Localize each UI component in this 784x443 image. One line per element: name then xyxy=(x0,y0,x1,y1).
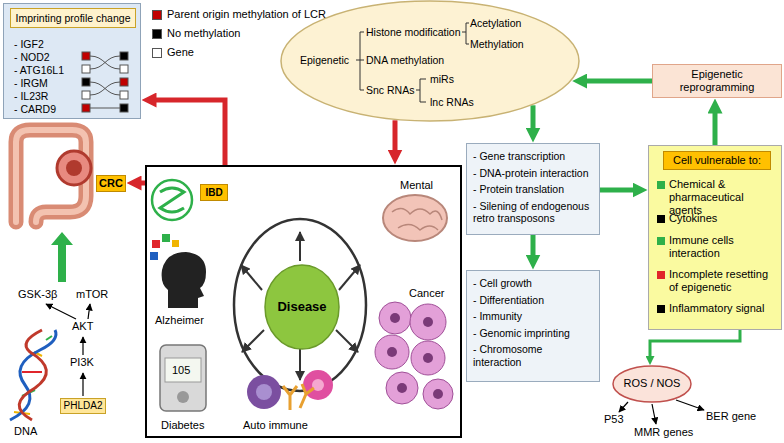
box-header: Cell vulnerable to: xyxy=(663,151,771,170)
legend-text: Gene xyxy=(167,46,194,59)
node-text: Incomplete resetting of epigenetic xyxy=(669,268,777,294)
flow-arrow xyxy=(531,105,536,129)
node-text: Histone modification xyxy=(366,26,461,39)
flow-arrow xyxy=(531,235,536,256)
bracket xyxy=(356,32,364,90)
bracket xyxy=(416,79,426,102)
node-text: PHLDA2 xyxy=(64,400,103,412)
flow-arrow xyxy=(650,330,740,357)
label: AKT xyxy=(72,320,93,333)
legend-text: No methylation xyxy=(167,27,240,40)
methylation-symbol xyxy=(82,52,128,112)
disease-icons xyxy=(150,180,453,411)
process-box: - Gene transcription - DNA-protein intera… xyxy=(466,143,600,235)
node-text: - Chromosome interaction xyxy=(473,343,593,368)
node-text: Cancer xyxy=(409,287,444,300)
ros-ellipse: ROS / NOS xyxy=(612,365,692,403)
node-text: Snc RNAs xyxy=(366,84,414,97)
process-box: - Cell growth - Differentiation - Immunity… xyxy=(466,270,600,382)
gene-panel: - IGF2- NOD2- ATG16L1- IRGM- IL23R- CARD… xyxy=(3,3,141,119)
disease-ellipse: Disease xyxy=(264,264,340,350)
node-text: - ATG16L1 xyxy=(14,64,64,77)
node-text: Methylation xyxy=(470,38,524,51)
panel-header: Imprinting profile change xyxy=(10,8,136,28)
bracket xyxy=(462,23,469,44)
disease-panel: MentalAlzheimerDiabetes Auto immune Cancer… xyxy=(145,165,462,438)
bullet-square xyxy=(657,237,665,245)
flow-arrow xyxy=(155,100,225,165)
node-text: Epigenetic xyxy=(300,54,349,67)
dna-helix xyxy=(10,330,56,420)
node-text: Chemical & pharmaceutical agents xyxy=(669,178,777,218)
legend-swatch xyxy=(152,48,162,58)
node-text: Disease xyxy=(277,299,326,315)
node-text: Imprinting profile change xyxy=(16,12,131,25)
node-text: Cytokines xyxy=(669,212,777,225)
gene-box: PHLDA2 xyxy=(60,398,106,414)
node-text: - IRGM xyxy=(14,77,48,90)
pathway-arrows xyxy=(46,304,90,396)
bullet-square xyxy=(657,215,665,223)
node-text: - Genomic imprinting xyxy=(473,327,593,340)
flow-arrow xyxy=(393,120,398,151)
node-text: ROS / NOS xyxy=(624,377,681,390)
green-arrow xyxy=(51,232,73,282)
label: GSK-3β xyxy=(18,288,57,301)
flow-arrow xyxy=(586,79,652,84)
label: mTOR xyxy=(76,288,108,301)
flow-arrow xyxy=(600,188,634,193)
process-box: Epigenetic reprogramming xyxy=(652,64,782,98)
node-text: miRs xyxy=(430,73,454,86)
node-text: Acetylation xyxy=(470,17,521,30)
label: BER gene xyxy=(706,410,756,423)
bullet-square xyxy=(657,305,665,313)
legend-swatch xyxy=(152,10,162,20)
label: DNA xyxy=(14,425,37,438)
label: P53 xyxy=(604,413,624,426)
node-text: Inflammatory signal xyxy=(669,302,777,315)
node-text: Epigenetic reprogramming xyxy=(655,68,779,94)
flow-arrow xyxy=(713,112,718,145)
colon-illustration xyxy=(16,130,91,222)
node-text: - IL23R xyxy=(14,90,48,103)
panel-ground xyxy=(3,3,141,119)
node-text: Diabetes xyxy=(161,419,204,432)
node-text: CRC xyxy=(99,177,123,190)
node-text: - Differentiation xyxy=(473,294,593,307)
bullet-square xyxy=(657,181,665,189)
ros-arrows xyxy=(619,400,704,424)
label: PI3K xyxy=(70,356,94,369)
node-text: Immune cells interaction xyxy=(669,234,777,260)
node-text: - Immunity xyxy=(473,310,593,323)
node-text: IBD xyxy=(205,187,222,199)
node-text: Auto immune xyxy=(243,419,308,432)
legend-text: Parent origin methylation of LCR xyxy=(167,8,326,21)
node-text: - Protein translation xyxy=(473,183,593,196)
node-text: Alzheimer xyxy=(155,314,204,327)
node-text: - Cell growth xyxy=(473,277,593,290)
node-text: Mental xyxy=(400,179,433,192)
crc-box: CRC xyxy=(96,175,126,192)
node-text: - CARD9 xyxy=(14,103,56,116)
node-text: - Gene transcription xyxy=(473,150,593,163)
vulnerability-box: Chemical & pharmaceutical agentsCytokine… xyxy=(648,145,782,330)
ellipse-shape xyxy=(265,265,339,349)
node-text: - Silening of endogenous retro transposo… xyxy=(473,200,593,225)
node-text: DNA methylation xyxy=(366,54,444,67)
bullet-square xyxy=(657,271,665,279)
ibd-box: IBD xyxy=(200,184,228,201)
label: 105 xyxy=(172,364,190,377)
node-text: - DNA-protein interaction xyxy=(473,167,593,180)
ellipse-shape xyxy=(613,366,691,402)
label: MMR genes xyxy=(634,426,693,439)
node-text: - IGF2 xyxy=(14,38,44,51)
node-text: Cell vulnerable to: xyxy=(673,154,761,167)
node-text: - NOD2 xyxy=(14,51,50,64)
legend-swatch xyxy=(152,29,162,39)
node-text: lnc RNAs xyxy=(430,96,474,109)
